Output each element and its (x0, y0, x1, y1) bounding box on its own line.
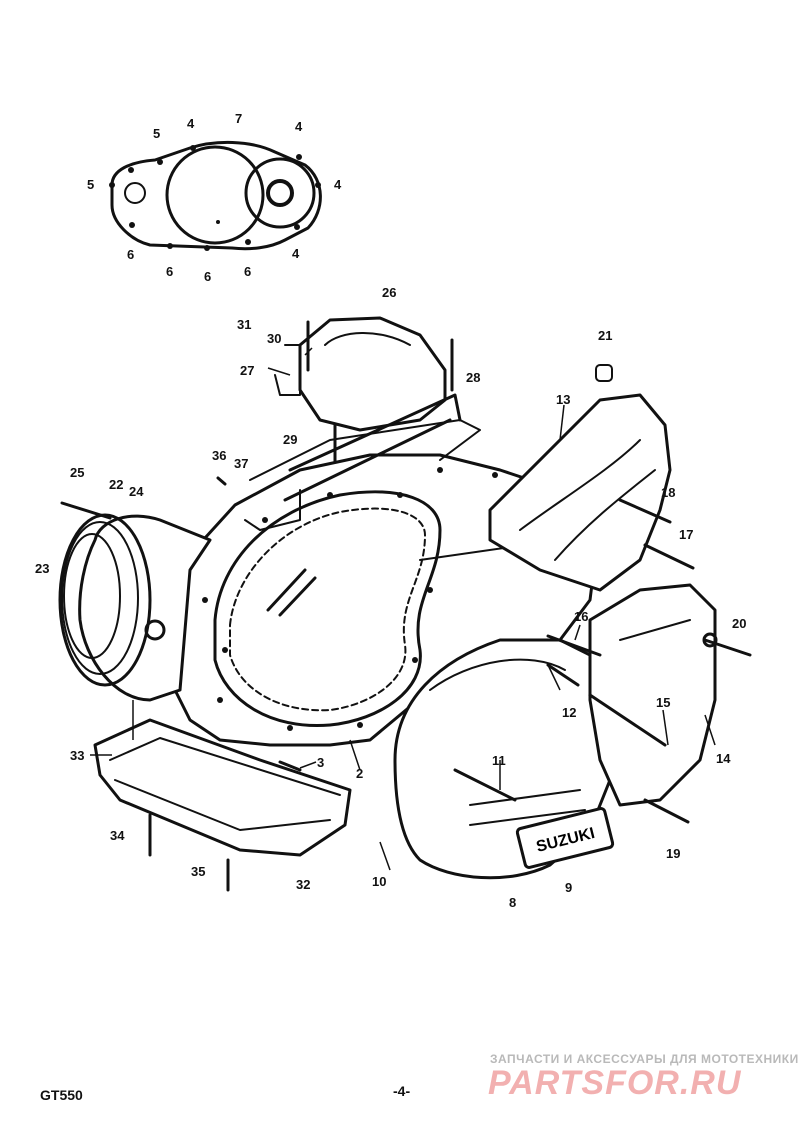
callout-9: 9 (565, 880, 572, 895)
callout-10: 10 (372, 874, 386, 889)
callout-6-d: 6 (244, 264, 251, 279)
oil-pan-part (93, 718, 352, 892)
callout-15: 15 (656, 695, 670, 710)
callout-28: 28 (466, 370, 480, 385)
watermark-logo: PARTSFOR.RU (488, 1064, 742, 1102)
callout-13: 13 (556, 392, 570, 407)
generator-cover-part (58, 513, 212, 702)
callout-30: 30 (267, 331, 281, 346)
callout-16: 16 (574, 609, 588, 624)
callout-33: 33 (70, 748, 84, 763)
watermark-tagline: ЗАПЧАСТИ И АКСЕССУАРЫ ДЛЯ МОТОТЕХНИКИ (490, 1052, 799, 1066)
callout-labels: 5 4 7 4 5 4 4 6 6 6 6 26 31 30 27 21 28 … (35, 111, 746, 910)
bolts (60, 476, 752, 824)
callout-34: 34 (110, 828, 125, 843)
side-cover-part (588, 583, 718, 807)
callout-22: 22 (109, 477, 123, 492)
callout-37: 37 (234, 456, 248, 471)
callout-11: 11 (492, 753, 506, 768)
callout-36: 36 (212, 448, 226, 463)
clutch-cover-part: SUZUKI (393, 638, 617, 880)
callout-4-upper-left: 4 (187, 116, 195, 131)
callout-31: 31 (237, 317, 251, 332)
callout-4-lower-right: 4 (292, 246, 300, 261)
callout-27: 27 (240, 363, 254, 378)
callout-25: 25 (70, 465, 84, 480)
callout-32: 32 (296, 877, 310, 892)
callout-19: 19 (666, 846, 680, 861)
callout-21: 21 (598, 328, 612, 343)
callout-8: 8 (509, 895, 516, 910)
page-number: -4- (393, 1083, 411, 1099)
callout-4-right: 4 (334, 177, 342, 192)
callout-7: 7 (235, 111, 242, 126)
callout-12: 12 (562, 705, 576, 720)
model-label: GT550 (40, 1087, 83, 1103)
callout-6-a: 6 (127, 247, 134, 262)
right-cover-part (488, 364, 672, 592)
callout-35: 35 (191, 864, 205, 879)
top-cover-part (274, 316, 462, 502)
callout-14: 14 (716, 751, 731, 766)
callout-4-upper-right: 4 (295, 119, 303, 134)
callout-2: 2 (356, 766, 363, 781)
callout-24: 24 (129, 484, 144, 499)
callout-6-c: 6 (204, 269, 211, 284)
callout-5-upper: 5 (153, 126, 160, 141)
callout-5-left: 5 (87, 177, 94, 192)
callout-3: 3 (317, 755, 324, 770)
callout-23: 23 (35, 561, 49, 576)
callout-18: 18 (661, 485, 675, 500)
leader-lines (90, 347, 716, 871)
callout-6-b: 6 (166, 264, 173, 279)
callout-29: 29 (283, 432, 297, 447)
callout-20: 20 (732, 616, 746, 631)
callout-17: 17 (679, 527, 693, 542)
callout-26: 26 (382, 285, 396, 300)
small-cover-part (109, 140, 322, 251)
